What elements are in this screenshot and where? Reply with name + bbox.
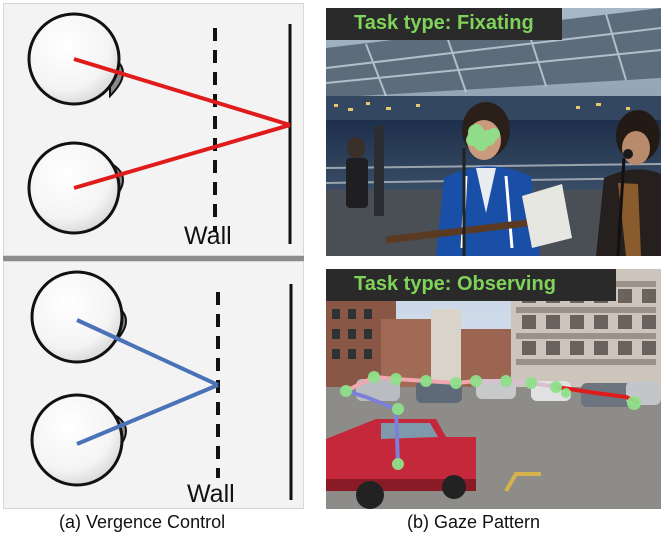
eye-upper (30, 270, 127, 364)
task-type-banner: Task type: Fixating (326, 8, 562, 40)
caption-vergence-control: (a) Vergence Control (59, 512, 226, 532)
caption-gaze-pattern: (b) Gaze Pattern (407, 512, 541, 532)
wall-label-far: Wall (184, 222, 232, 250)
vergence-diagram-far-focus (3, 3, 304, 256)
observing-scene-photo: Task type: Observing (326, 269, 661, 509)
vergence-diagram-near-focus (3, 261, 304, 509)
near-focus-svg (30, 270, 293, 500)
fixating-scene-photo: Task type: Fixating (326, 8, 661, 256)
far-focus-svg (27, 12, 292, 244)
gaze-line-upper (73, 57, 291, 127)
gaze-line-upper (76, 318, 219, 387)
gaze-line-lower (73, 123, 291, 190)
eye-lower (30, 393, 127, 487)
gaze-line-lower (76, 383, 219, 446)
gaze-fixation-points (340, 371, 641, 470)
task-type-banner: Task type: Observing (326, 269, 616, 301)
gaze-fixation-cluster (466, 124, 500, 151)
observing-scene-illustration (326, 269, 661, 509)
diagram-divider (3, 256, 304, 261)
fixating-scene-illustration (326, 8, 661, 256)
wall-label-near: Wall (187, 480, 235, 508)
